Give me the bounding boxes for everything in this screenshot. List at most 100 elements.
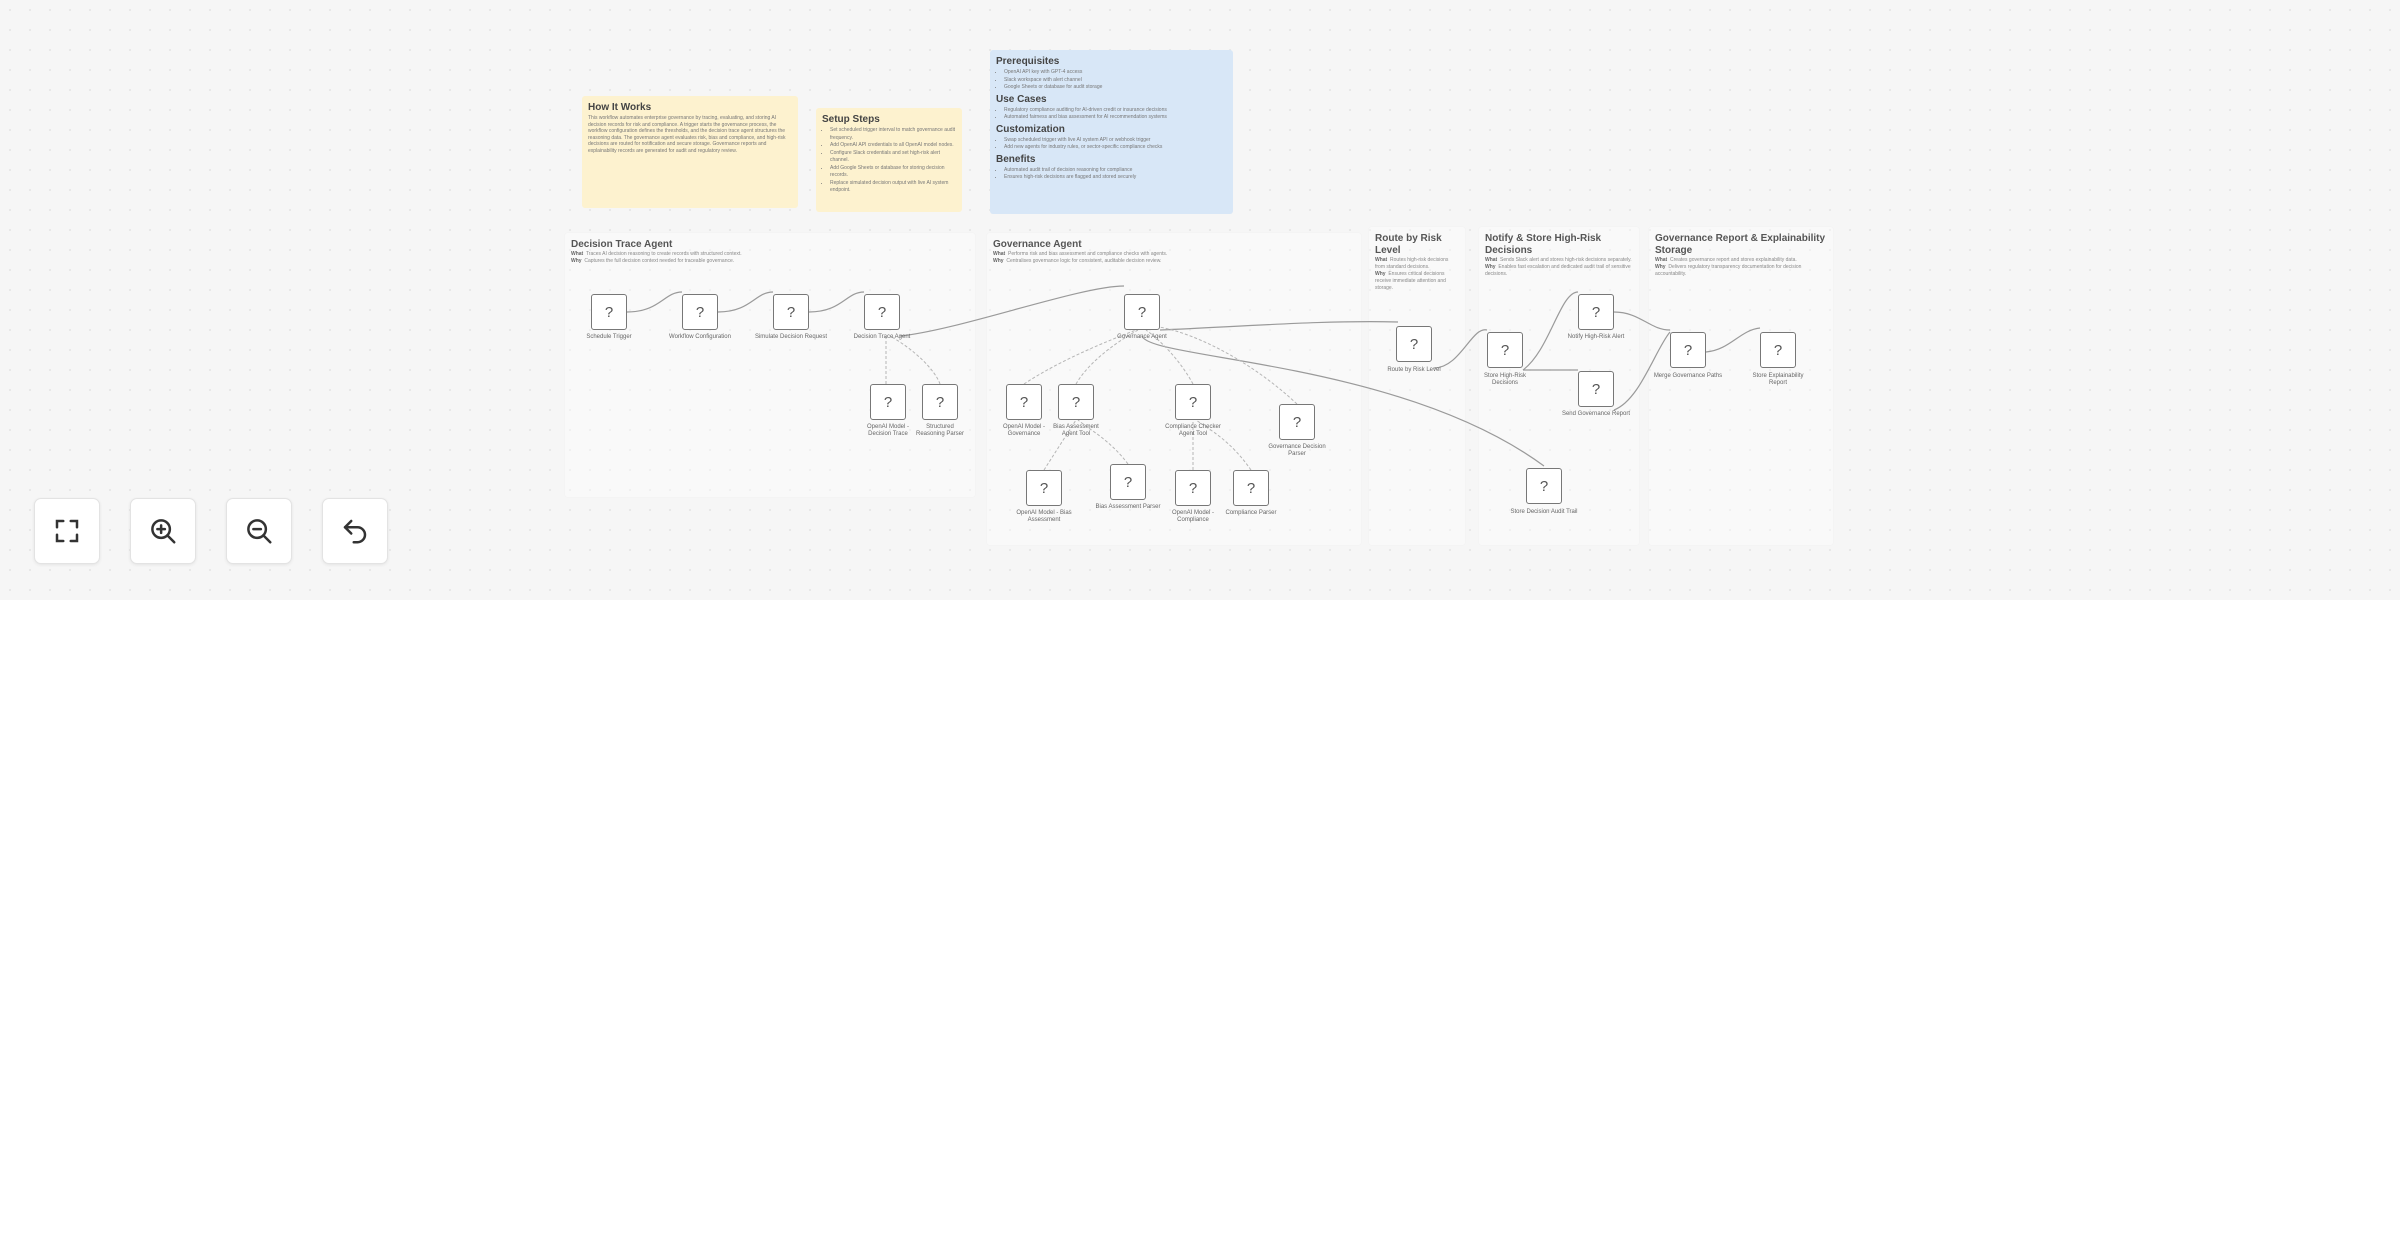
connection [717, 291, 774, 313]
node-label: Bias Assessment Parser [1095, 504, 1161, 510]
node-compliance-checker-agent-tool[interactable]: ? [1175, 384, 1211, 420]
list-item: Ensures high-risk decisions are flagged … [1004, 174, 1227, 182]
node-schedule-trigger[interactable]: ? [591, 294, 627, 330]
node-label: Store Explainability Report [1752, 373, 1804, 386]
node-label: Schedule Trigger [586, 334, 632, 340]
undo-button[interactable] [322, 498, 388, 564]
group-title: Governance Report & Explainability Stora… [1655, 233, 1826, 256]
list-item: Configure Slack credentials and set high… [830, 150, 956, 165]
connections-layer [626, 285, 1761, 471]
node-label: Merge Governance Paths [1653, 373, 1723, 379]
group-why: Why Ensures critical decisions receive i… [1375, 271, 1446, 291]
sticky-title: Setup Steps [822, 114, 880, 125]
zoom-out-icon [247, 519, 272, 544]
node-label: Governance Decision Parser [1268, 444, 1326, 457]
connection [1159, 321, 1399, 331]
list-item: Google Sheets or database for audit stor… [1004, 84, 1227, 92]
section-title: Prerequisites [996, 56, 1060, 67]
group-why: Why Enables fast escalation and dedicate… [1485, 264, 1631, 277]
node-governance-agent[interactable]: ? [1124, 294, 1160, 330]
node-openai-model-bias[interactable]: ? [1026, 470, 1062, 506]
sticky-note-how-it-works[interactable]: How It Works This workflow automates ent… [582, 96, 798, 208]
node-label: Governance Agent [1117, 334, 1167, 340]
node-label: Store High-Risk Decisions [1483, 373, 1526, 386]
node-label: Structured Reasoning Parser [915, 424, 965, 437]
list-item: OpenAI API key with GPT-4 access [1004, 69, 1227, 77]
node-label: Store Decision Audit Trail [1510, 509, 1578, 515]
connection [899, 285, 1125, 337]
node-openai-model-trace[interactable]: ? [870, 384, 906, 420]
group-title: Route by Risk Level [1375, 233, 1442, 256]
group-why: Why Delivers regulatory transparency doc… [1655, 264, 1802, 277]
sub-connection [1077, 419, 1129, 465]
list-item: Add Google Sheets or database for storin… [830, 165, 956, 180]
list-item: Automated fairness and bias assessment f… [1004, 114, 1227, 122]
sub-connection [1023, 329, 1137, 385]
node-openai-model-compliance[interactable]: ? [1175, 470, 1211, 506]
node-label: Route by Risk Level [1387, 367, 1441, 373]
group-governance-report[interactable]: Governance Report & Explainability Stora… [1648, 226, 1834, 546]
sticky-note-info[interactable]: Prerequisites OpenAI API key with GPT-4 … [990, 50, 1233, 214]
section-title: Benefits [996, 153, 1036, 165]
node-label: Notify High-Risk Alert [1567, 334, 1625, 340]
group-decision-trace-agent[interactable]: Decision Trace Agent What Traces AI deci… [564, 232, 976, 498]
node-store-explainability-report[interactable]: ? [1760, 332, 1796, 368]
node-bias-assessment-agent-tool[interactable]: ? [1058, 384, 1094, 420]
sub-connection [1145, 329, 1194, 385]
workflow-canvas[interactable]: How It Works This workflow automates ent… [0, 0, 2400, 600]
sub-connection [889, 335, 941, 385]
node-simulate-decision-request[interactable]: ? [773, 294, 809, 330]
zoom-in-button[interactable] [130, 498, 196, 564]
node-send-governance-report[interactable]: ? [1578, 371, 1614, 407]
node-workflow-configuration[interactable]: ? [682, 294, 718, 330]
node-label: Send Governance Report [1561, 411, 1631, 417]
list-item: Replace simulated decision output with l… [830, 180, 956, 195]
node-decision-trace-agent[interactable]: ? [864, 294, 900, 330]
node-label: Decision Trace Agent [853, 334, 911, 340]
node-label: Compliance Parser [1225, 510, 1277, 516]
list-item: Automated audit trail of decision reason… [1004, 167, 1227, 175]
sticky-title: How It Works [588, 102, 652, 113]
node-store-decision-audit-trail[interactable]: ? [1526, 468, 1562, 504]
node-label: OpenAI Model - Compliance [1171, 510, 1215, 523]
undo-icon [343, 519, 367, 544]
group-what: What Traces AI decision reasoning to cre… [571, 251, 742, 257]
group-title: Decision Trace Agent [571, 239, 673, 250]
list-item: Slack workspace with alert channel [1004, 77, 1227, 85]
node-label: Simulate Decision Request [754, 334, 828, 340]
group-what: What Performs risk and bias assessment a… [993, 251, 1168, 257]
group-what: What Sends Slack alert and stores high-r… [1485, 257, 1632, 263]
sticky-body: This workflow automates enterprise gover… [588, 115, 786, 154]
node-structured-reasoning-parser[interactable]: ? [922, 384, 958, 420]
section-title: Use Cases [996, 93, 1047, 105]
connection [626, 291, 683, 313]
zoom-out-button[interactable] [226, 498, 292, 564]
connection [1522, 291, 1579, 371]
sub-connection [1075, 329, 1139, 385]
node-route-by-risk-level[interactable]: ? [1396, 326, 1432, 362]
node-label: Bias Assessment Agent Tool [1053, 424, 1099, 437]
section-title: Customization [996, 123, 1065, 135]
node-governance-decision-parser[interactable]: ? [1279, 404, 1315, 440]
fullscreen-icon [55, 519, 79, 543]
node-label: OpenAI Model - Governance [1002, 424, 1046, 437]
node-openai-model-governance[interactable]: ? [1006, 384, 1042, 420]
node-compliance-parser[interactable]: ? [1233, 470, 1269, 506]
fit-view-button[interactable] [34, 498, 100, 564]
node-merge-governance-paths[interactable]: ? [1670, 332, 1706, 368]
node-store-high-risk-decisions[interactable]: ? [1487, 332, 1523, 368]
sticky-note-setup-steps[interactable]: Setup Steps Set scheduled trigger interv… [816, 108, 962, 212]
node-label: Compliance Checker Agent Tool [1165, 424, 1221, 437]
list-item: Regulatory compliance auditing for AI-dr… [1004, 107, 1227, 115]
node-notify-high-risk-alert[interactable]: ? [1578, 294, 1614, 330]
node-bias-assessment-parser[interactable]: ? [1110, 464, 1146, 500]
group-what: What Routes high-risk decisions from sta… [1375, 257, 1449, 270]
connection [1613, 331, 1671, 411]
connection [1433, 329, 1488, 369]
node-label: Workflow Configuration [669, 334, 731, 340]
group-route-by-risk-level[interactable]: Route by Risk Level What Routes high-ris… [1368, 226, 1466, 546]
group-what: What Creates governance report and store… [1655, 257, 1797, 263]
node-label: OpenAI Model - Decision Trace [866, 424, 910, 437]
group-why: Why Captures the full decision context n… [571, 258, 735, 264]
sub-connection [1151, 325, 1298, 405]
